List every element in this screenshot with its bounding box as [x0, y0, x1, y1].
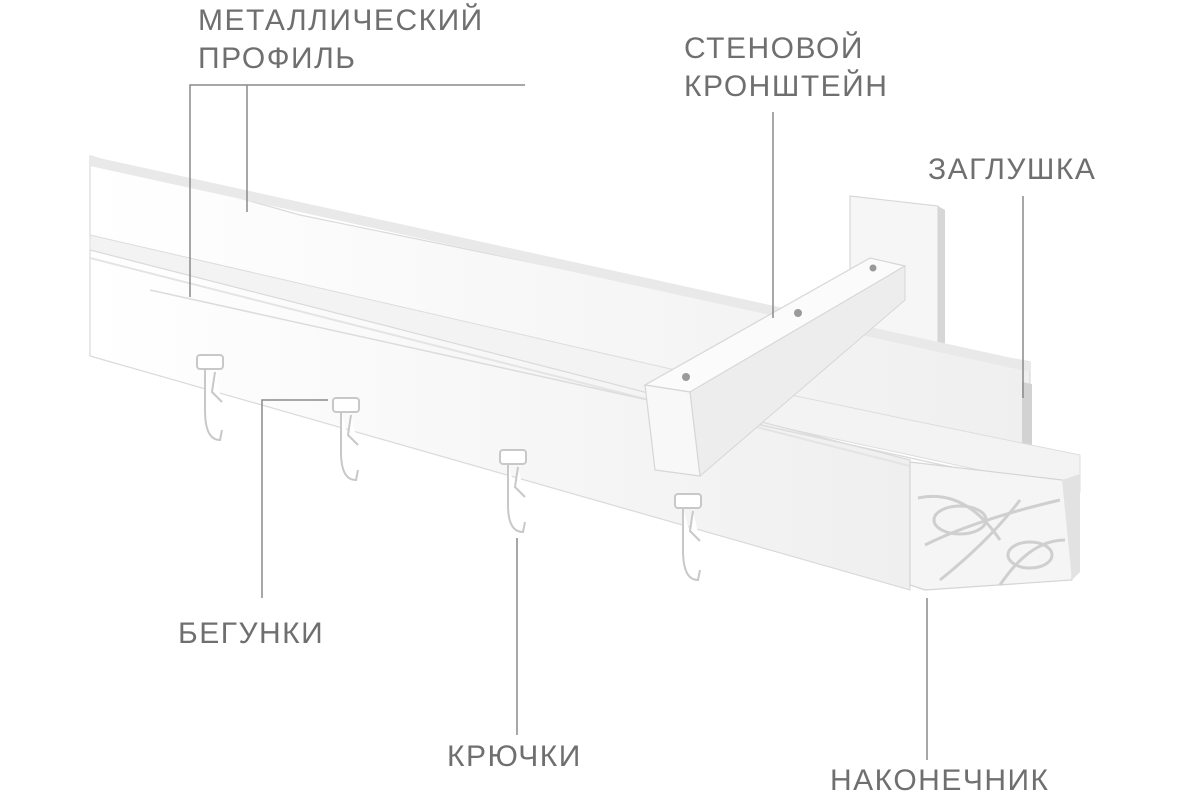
label-wall-bracket-line1: СТЕНОВОЙ [684, 32, 864, 65]
front-rail [89, 234, 1081, 591]
runner-hook [196, 354, 224, 442]
leader-line-runners [261, 399, 328, 598]
label-hooks: КРЮЧКИ [447, 740, 582, 773]
label-metal-profile-line2: ПРОФИЛЬ [198, 42, 357, 75]
runner-hook [332, 397, 360, 482]
end-cap [1022, 382, 1032, 455]
runner-hook [674, 493, 702, 582]
label-runners: БЕГУНКИ [178, 617, 325, 650]
label-metal-profile: МЕТАЛЛИЧЕСКИЙ ПРОФИЛЬ [198, 2, 484, 78]
runners-group [196, 354, 702, 582]
bracket-arm [643, 257, 907, 477]
label-finial: НАКОНЕЧНИК [830, 764, 1050, 797]
label-metal-profile-line1: МЕТАЛЛИЧЕСКИЙ [198, 4, 484, 37]
runner-hook [499, 449, 527, 534]
label-end-cap: ЗАГЛУШКА [928, 153, 1097, 186]
label-wall-bracket: СТЕНОВОЙ КРОНШТЕЙН [684, 30, 888, 106]
finial [909, 461, 1080, 591]
leader-line-profile [189, 84, 525, 297]
label-wall-bracket-line2: КРОНШТЕЙН [684, 70, 889, 103]
